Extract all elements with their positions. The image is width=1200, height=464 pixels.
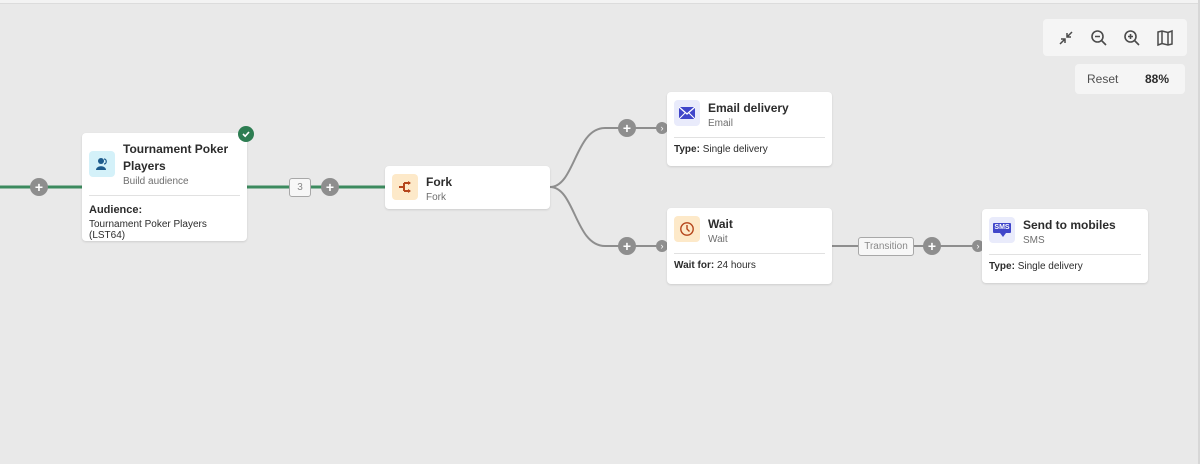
success-check-icon (238, 126, 254, 142)
node-email-delivery[interactable]: Email delivery Email Type: Single delive… (667, 92, 832, 166)
node-subtitle: SMS (1023, 235, 1045, 246)
divider (89, 195, 240, 196)
transition-label[interactable]: Transition (858, 237, 914, 256)
right-edge-scrollbar[interactable] (1198, 0, 1200, 464)
clock-icon (674, 216, 700, 242)
type-label: Type: (674, 144, 700, 155)
zoom-controls: Reset 88% (1075, 64, 1185, 94)
node-subtitle: Wait (708, 234, 728, 245)
node-title: Wait (708, 217, 733, 231)
audience-label: Audience: (89, 204, 143, 216)
divider (989, 254, 1141, 255)
collapse-icon[interactable] (1054, 26, 1078, 50)
node-fork[interactable]: Fork Fork (385, 166, 550, 209)
node-send-to-mobiles[interactable]: SMS Send to mobiles SMS Type: Single del… (982, 209, 1148, 283)
divider (674, 137, 825, 138)
type-value: Single delivery (1017, 261, 1083, 272)
canvas-toolbar (1043, 19, 1187, 56)
add-activity-button[interactable]: + (923, 237, 941, 255)
zoom-out-icon[interactable] (1087, 26, 1111, 50)
audience-count-badge: 3 (289, 178, 311, 197)
node-title: Send to mobiles (1023, 218, 1116, 232)
reset-zoom-button[interactable]: Reset (1087, 72, 1119, 86)
minimap-icon[interactable] (1153, 26, 1177, 50)
node-title: Email delivery (708, 101, 789, 115)
node-wait[interactable]: Wait Wait Wait for: 24 hours (667, 208, 832, 284)
node-build-audience[interactable]: Tournament Poker Players Build audience … (82, 133, 247, 241)
top-bar (0, 0, 1200, 4)
chevron-right-icon: › (656, 122, 668, 134)
add-activity-button[interactable]: + (30, 178, 48, 196)
chevron-right-icon: › (656, 240, 668, 252)
wait-for-value: 24 hours (716, 260, 756, 271)
fork-icon (392, 174, 418, 200)
wait-for-label: Wait for: (674, 260, 715, 271)
add-activity-button[interactable]: + (618, 119, 636, 137)
zoom-level: 88% (1144, 72, 1169, 86)
node-subtitle: Email (708, 118, 734, 129)
sms-icon: SMS (989, 217, 1015, 243)
zoom-in-icon[interactable] (1120, 26, 1144, 50)
divider (674, 253, 825, 254)
audience-value: Tournament Poker Players (LST64) (89, 219, 207, 241)
add-activity-button[interactable]: + (618, 237, 636, 255)
node-subtitle: Build audience (123, 176, 189, 187)
node-subtitle: Fork (426, 192, 446, 203)
node-title: Fork (426, 175, 453, 189)
node-title: Tournament Poker (123, 142, 229, 156)
email-icon (674, 100, 700, 126)
type-label: Type: (989, 261, 1015, 272)
audience-icon (89, 151, 115, 177)
add-activity-button[interactable]: + (321, 178, 339, 196)
node-title-line2: Players (123, 159, 166, 173)
type-value: Single delivery (702, 144, 768, 155)
chevron-right-icon: › (972, 240, 984, 252)
